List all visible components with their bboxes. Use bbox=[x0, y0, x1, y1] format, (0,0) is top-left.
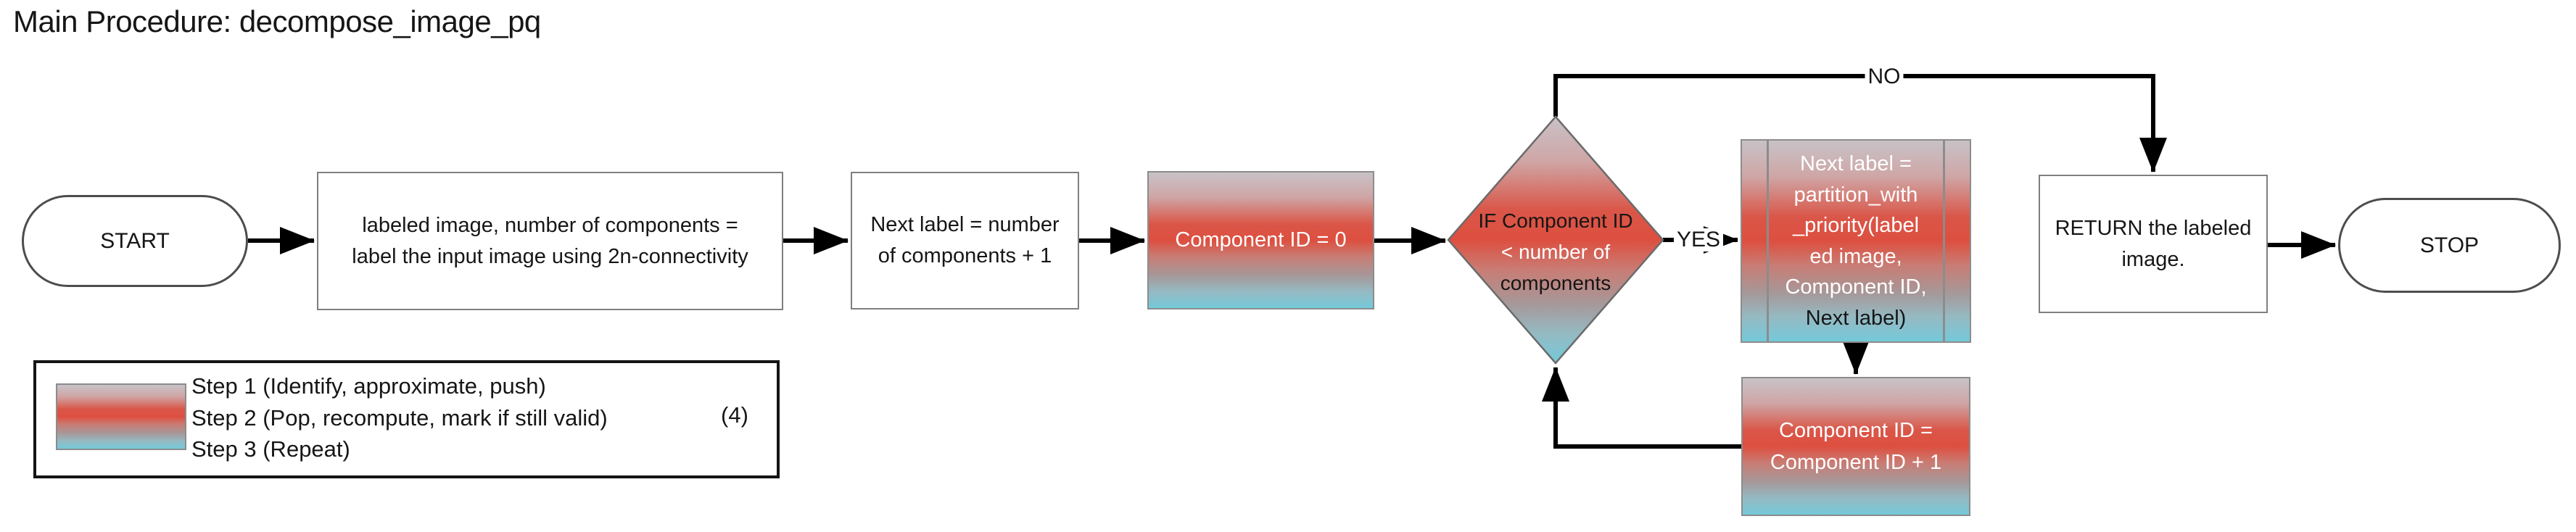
legend-gradient-swatch bbox=[56, 383, 186, 450]
decision-diamond-shape bbox=[1447, 115, 1664, 365]
legend-item-step1: Step 1 (Identify, approximate, push) bbox=[191, 373, 546, 399]
process-component-id-zero: Component ID = 0 bbox=[1147, 171, 1374, 309]
no-edge-label: NO bbox=[1865, 65, 1904, 88]
decision-line2: < number of bbox=[1500, 241, 1611, 263]
decision-if-component-id: IF Component ID < number of components bbox=[1447, 205, 1664, 299]
process-increment-line2: Component ID + 1 bbox=[1770, 451, 1942, 474]
connector-increment-loop-to-decision bbox=[1542, 367, 1741, 449]
subroutine-line5: Component ID, bbox=[1785, 275, 1927, 299]
legend-items: Step 1 (Identify, approximate, push) Ste… bbox=[191, 370, 608, 465]
process-increment-line1: Component ID = bbox=[1779, 419, 1933, 442]
legend-annotation: (4) bbox=[721, 402, 748, 428]
terminator-start: START bbox=[22, 195, 248, 287]
subroutine-line3: _priority(label bbox=[1792, 214, 1920, 237]
subroutine-left-bar bbox=[1767, 141, 1769, 341]
process-label-image: labeled image, number of components = la… bbox=[317, 172, 783, 310]
subroutine-line1: Next label = bbox=[1800, 152, 1912, 175]
subroutine-partition-with-priority: Next label = partition_with _priority(la… bbox=[1741, 139, 1971, 343]
legend-item-step3: Step 3 (Repeat) bbox=[191, 436, 350, 462]
decision-line1: IF Component ID bbox=[1478, 209, 1633, 232]
subroutine-right-bar bbox=[1943, 141, 1945, 341]
legend: Step 1 (Identify, approximate, push) Ste… bbox=[33, 360, 780, 478]
process-next-label-line1: Next label = number bbox=[870, 213, 1060, 236]
yes-edge-label: YES bbox=[1673, 228, 1724, 252]
terminator-start-label: START bbox=[100, 229, 170, 253]
connector-decision-no-to-return bbox=[1553, 74, 2167, 173]
process-return-line1: RETURN the labeled bbox=[2055, 216, 2252, 240]
process-next-label: Next label = number of components + 1 bbox=[851, 172, 1079, 309]
subroutine-line4: ed image, bbox=[1809, 244, 1902, 268]
process-label-image-line2: label the input image using 2n-connectiv… bbox=[352, 244, 748, 268]
diagram-title: Main Procedure: decompose_image_pq bbox=[13, 4, 541, 38]
process-return-line2: image. bbox=[2121, 247, 2185, 271]
subroutine-line2: partition_with bbox=[1793, 183, 1918, 207]
process-component-id-zero-label: Component ID = 0 bbox=[1175, 228, 1347, 252]
terminator-stop: STOP bbox=[2338, 198, 2561, 293]
process-label-image-line1: labeled image, number of components = bbox=[362, 213, 738, 237]
legend-item-step2: Step 2 (Pop, recompute, mark if still va… bbox=[191, 404, 608, 431]
subroutine-line6: Next label) bbox=[1805, 306, 1907, 330]
process-return-labeled-image: RETURN the labeled image. bbox=[2039, 175, 2268, 313]
decision-line3: components bbox=[1500, 272, 1611, 294]
process-next-label-line2: of components + 1 bbox=[878, 244, 1052, 267]
process-increment-component-id: Component ID = Component ID + 1 bbox=[1741, 377, 1970, 516]
terminator-stop-label: STOP bbox=[2419, 233, 2480, 257]
